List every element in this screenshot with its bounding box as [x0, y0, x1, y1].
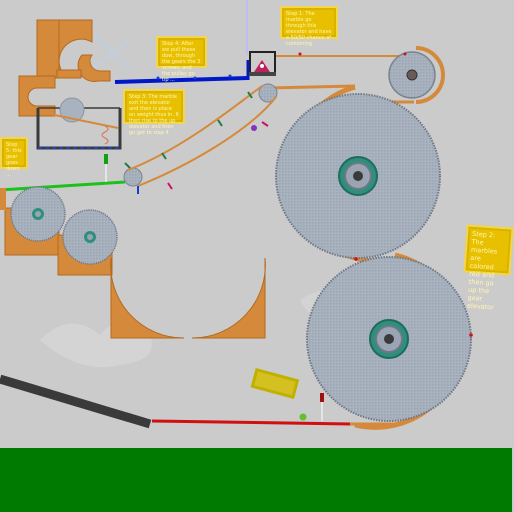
blue-rail	[114, 60, 250, 84]
note-step5: Step 5: this gear goes down ...	[0, 137, 28, 178]
large-gear-lower	[306, 252, 473, 430]
bucket	[36, 97, 122, 150]
ramp	[0, 374, 152, 429]
pulley-belt	[123, 74, 356, 194]
note-step2: Step 2: The marbles are colored red and …	[463, 224, 514, 312]
wood-frame-topleft	[18, 19, 111, 117]
ground	[0, 448, 512, 512]
left-gears	[0, 186, 118, 276]
note-step1: Step 1: The marble go through this eleva…	[280, 6, 338, 47]
red-rail	[151, 393, 395, 426]
large-gear-upper	[275, 84, 441, 264]
note-step4: Step 4: After we pull these dow, through…	[156, 36, 207, 83]
top-pulley	[276, 46, 445, 104]
half-pipe	[110, 257, 266, 339]
green-rail	[0, 154, 126, 192]
marble-icon[interactable]	[299, 413, 307, 421]
weight-block	[250, 368, 300, 399]
note-step3: Step 3: The marble exit the elevator and…	[123, 89, 185, 136]
pulley-frame	[246, 0, 276, 76]
